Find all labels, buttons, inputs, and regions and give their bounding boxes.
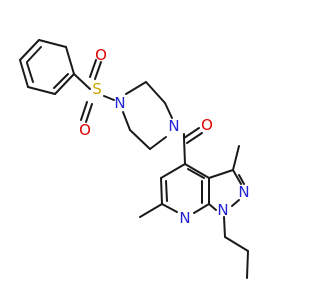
bond [26,62,34,83]
bond [208,203,217,211]
bond [231,199,240,207]
bond [89,59,97,78]
bond [165,180,168,202]
atom-label-oxygen: O [79,121,91,139]
bonds [19,39,249,279]
bond [184,163,210,179]
bond [103,95,115,101]
bond [125,81,147,95]
bond [208,169,234,179]
bond [183,127,200,139]
molecule-structure: S O O N N O N N N [19,39,250,279]
bond [73,73,91,90]
bond [80,101,88,121]
bond [187,168,205,179]
bond [161,203,178,213]
bond [54,73,75,95]
atom-label-oxygen: O [201,116,213,134]
bond [53,73,69,89]
bond [38,39,67,48]
bond [246,250,249,279]
bond [232,145,240,171]
bond [139,203,163,218]
bond [65,46,75,75]
atom-label-nitrogen: N [114,94,125,112]
atom-label-oxygen: O [95,46,107,64]
bond [238,174,245,185]
bond [160,163,186,179]
bond [193,203,210,214]
bond [145,81,166,104]
bond [160,177,163,205]
bond [85,103,93,123]
bond [223,216,226,238]
bond [27,86,56,95]
atom-label-nitrogen: N [168,117,179,135]
atoms: S O O N N O N N N [79,46,250,227]
bond [94,61,102,80]
bond [129,129,151,150]
bond [19,39,40,61]
bond [149,136,167,150]
atom-label-sulfur: S [92,80,102,98]
bond [232,169,242,185]
atom-label-nitrogen: N [179,209,190,227]
bond [224,236,249,252]
bond [186,132,203,144]
bond [19,59,29,88]
bond [164,102,173,119]
atom-label-nitrogen: N [217,201,228,219]
bond [122,111,131,131]
atom-label-nitrogen: N [238,183,249,201]
bond [26,46,42,63]
bond [183,137,186,165]
